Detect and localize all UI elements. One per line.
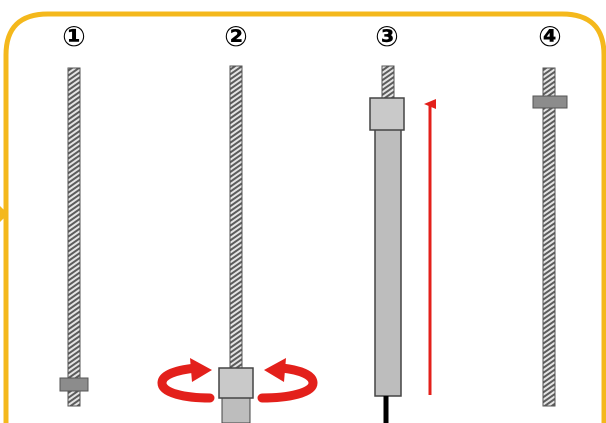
frame-left-tab: [0, 206, 8, 222]
rotate-arrow-left-icon: [157, 358, 215, 403]
step-3-rod-assembly: [369, 65, 436, 423]
step-4-rod-assembly: [532, 67, 568, 407]
step-3-tube: [374, 127, 402, 397]
step-3-sleeve: [369, 97, 405, 131]
step-3-label: ③: [375, 20, 399, 53]
step-1-label: ①: [62, 20, 86, 53]
step-2-rod-assembly: [157, 65, 318, 423]
frame-border: [3, 11, 606, 423]
step-2-tube: [221, 394, 251, 423]
step-4-label: ④: [538, 20, 562, 53]
step-1-rod-assembly: [59, 67, 89, 407]
step-2-label: ②: [224, 20, 248, 53]
step-2-threaded-rod: [229, 65, 243, 371]
step-4-nut: [532, 95, 568, 109]
rotate-arrow-right-icon: [257, 358, 318, 403]
step-1-nut: [59, 377, 89, 392]
step-4-threaded-rod: [542, 67, 556, 407]
step-2-sleeve: [218, 367, 254, 399]
step-1-threaded-rod: [67, 67, 81, 407]
